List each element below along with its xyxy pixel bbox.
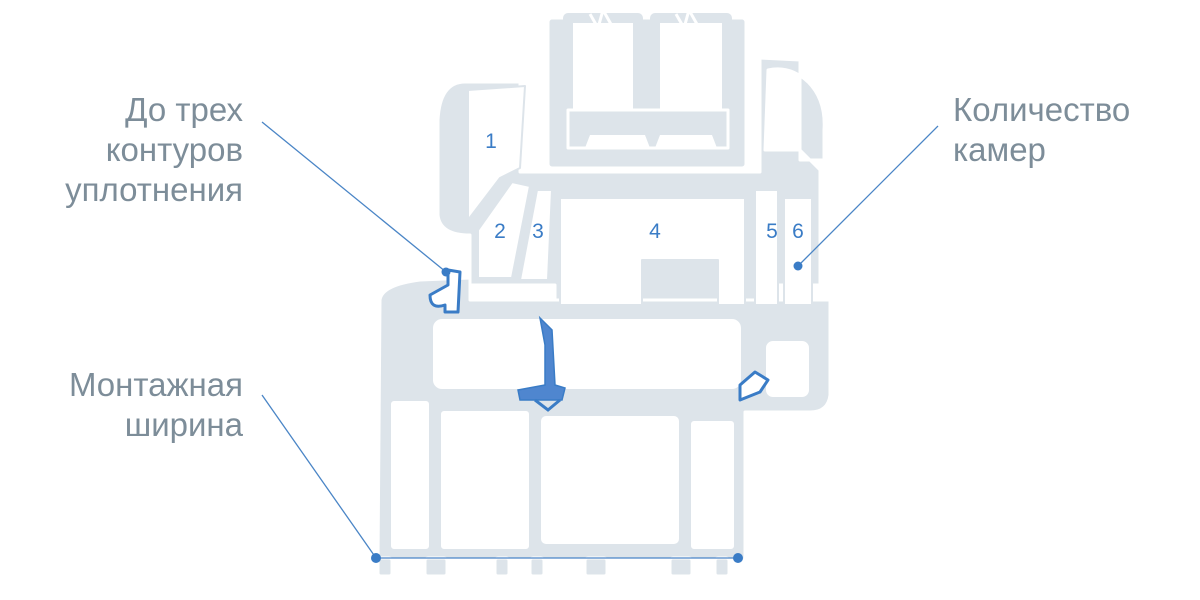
frame-chambers — [389, 317, 811, 551]
label-seal-line-1: До трех — [125, 91, 243, 128]
label-chambers: Количество камер — [953, 90, 1130, 170]
label-width-line-2: ширина — [124, 406, 243, 443]
seal-gasket-icon — [428, 268, 462, 314]
label-chambers-line-1: Количество — [953, 91, 1131, 128]
leader-seal-dot — [441, 267, 451, 277]
glazing-unit — [546, 13, 748, 170]
chamber-3-cavity — [519, 189, 553, 281]
leader-seal — [261, 121, 447, 273]
center-seal-lip — [534, 398, 561, 412]
chamber-number-3: 3 — [532, 220, 544, 243]
seal-gasket-icon — [738, 370, 770, 402]
label-seal-contours: До трех контуров уплотнения — [65, 90, 243, 210]
pvc-profile-section — [376, 13, 832, 578]
chamber-cavities — [467, 85, 813, 306]
chamber-number-4: 4 — [649, 220, 661, 243]
chamber-number-1: 1 — [485, 130, 497, 153]
label-seal-line-3: уплотнения — [65, 171, 243, 208]
chamber-6-cavity — [783, 197, 813, 306]
chamber-2-cavity — [477, 181, 531, 279]
label-chambers-line-2: камер — [953, 131, 1046, 168]
chamber-1-cavity — [467, 85, 526, 221]
chamber-5-cavity — [754, 189, 779, 306]
leader-chambers — [797, 125, 939, 267]
label-mounting-width: Монтажная ширина — [69, 365, 243, 445]
leader-lines — [261, 121, 939, 563]
break-line-icon — [588, 6, 700, 32]
seal-gaskets — [428, 268, 770, 402]
chamber-number-5: 5 — [766, 220, 778, 243]
width-dot-right — [733, 553, 743, 563]
center-seal-icon — [517, 315, 566, 401]
width-dot-left — [371, 553, 381, 563]
chamber-number-6: 6 — [792, 220, 804, 243]
label-seal-line-2: контуров — [105, 131, 243, 168]
chamber-number-2: 2 — [494, 220, 506, 243]
chamber-4-cavity — [559, 197, 746, 306]
leader-mounting-width — [261, 394, 377, 559]
leader-chambers-dot — [793, 261, 803, 271]
label-width-line-1: Монтажная — [68, 366, 243, 403]
